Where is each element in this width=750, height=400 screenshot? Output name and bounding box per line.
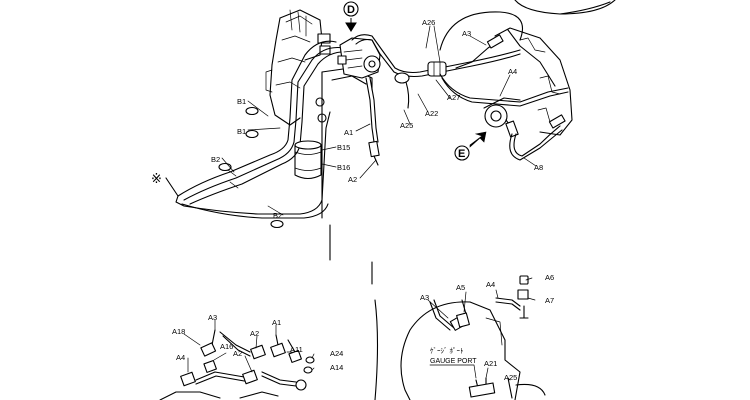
reference-mark: ※ [151, 172, 162, 187]
ll-callout-a11: A11 [290, 345, 303, 354]
callout-a25: A25 [400, 121, 413, 130]
callout-a2: A2 [348, 175, 357, 184]
view-label-e: E [458, 148, 465, 160]
view-arrow-e: E [454, 131, 487, 161]
lr-callout-a21: A21 [484, 359, 497, 368]
ll-callout-a1: A1 [272, 318, 281, 327]
ll-callout-a24: A24 [330, 349, 343, 358]
lr-callout-a7: A7 [545, 296, 554, 305]
callout-a22: A22 [425, 109, 438, 118]
lower-right-callouts: A3 A5 A4 A6 A7 A21 A25 ｹﾞｰｼﾞ ﾎﾟｰﾄ GAUGE … [420, 273, 554, 382]
lr-callout-a5: A5 [456, 283, 465, 292]
pipe-a26 [351, 34, 521, 109]
part-tags [218, 106, 284, 229]
lr-callout-a25: A25 [504, 373, 517, 382]
hose-a4 [439, 34, 569, 107]
ll-callout-a2-upper: A2 [250, 329, 259, 338]
ll-callout-a3: A3 [208, 313, 217, 322]
callout-a4: A4 [508, 67, 517, 76]
ll-callout-a2-lower: A2 [233, 349, 242, 358]
lower-left-fittings [159, 299, 379, 400]
mounting-bracket [321, 67, 373, 285]
callout-b2-lower: B2 [273, 211, 282, 220]
top-right-component [514, 0, 616, 15]
upper-leaders [221, 25, 537, 216]
callout-b2-upper: B2 [211, 155, 220, 164]
callout-a8: A8 [534, 163, 543, 172]
filter-canister [294, 140, 322, 180]
lr-callout-a4: A4 [486, 280, 495, 289]
callout-a27: A27 [447, 93, 460, 102]
lower-left-callouts: A3 A18 A16 A2 A1 A2 A11 A4 A24 A14 [172, 313, 343, 372]
callout-b16: B16 [337, 163, 350, 172]
engine-body [439, 11, 573, 138]
hose-a1 [365, 77, 380, 166]
callout-a26: A26 [422, 18, 435, 27]
upper-callouts: B1 B1 B2 B2 B15 B16 A1 A2 A26 A3 A4 A27 … [211, 18, 543, 220]
pipe-bundle-b [175, 40, 351, 219]
ll-callout-a4: A4 [176, 353, 185, 362]
callout-b15: B15 [337, 143, 350, 152]
ll-callout-a16: A16 [220, 342, 233, 351]
callout-b1-upper: B1 [237, 97, 246, 106]
ll-callout-a14: A14 [330, 363, 343, 372]
callout-b1-lower: B1 [237, 127, 246, 136]
callout-a1: A1 [344, 128, 353, 137]
pilot-pump-unit [337, 37, 381, 79]
view-arrow-d: D [343, 1, 359, 32]
ll-callout-a18: A18 [172, 327, 185, 336]
callout-a3: A3 [462, 29, 471, 38]
lr-callout-a6: A6 [545, 273, 554, 282]
lr-callout-a3: A3 [420, 293, 429, 302]
view-label-d: D [347, 4, 355, 16]
hose-a8 [509, 114, 566, 161]
gauge-port-label-en: GAUGE PORT [430, 358, 477, 365]
gauge-port-label-jp: ｹﾞｰｼﾞ ﾎﾟｰﾄ [430, 347, 463, 355]
lower-right-pump-detail [400, 275, 546, 400]
